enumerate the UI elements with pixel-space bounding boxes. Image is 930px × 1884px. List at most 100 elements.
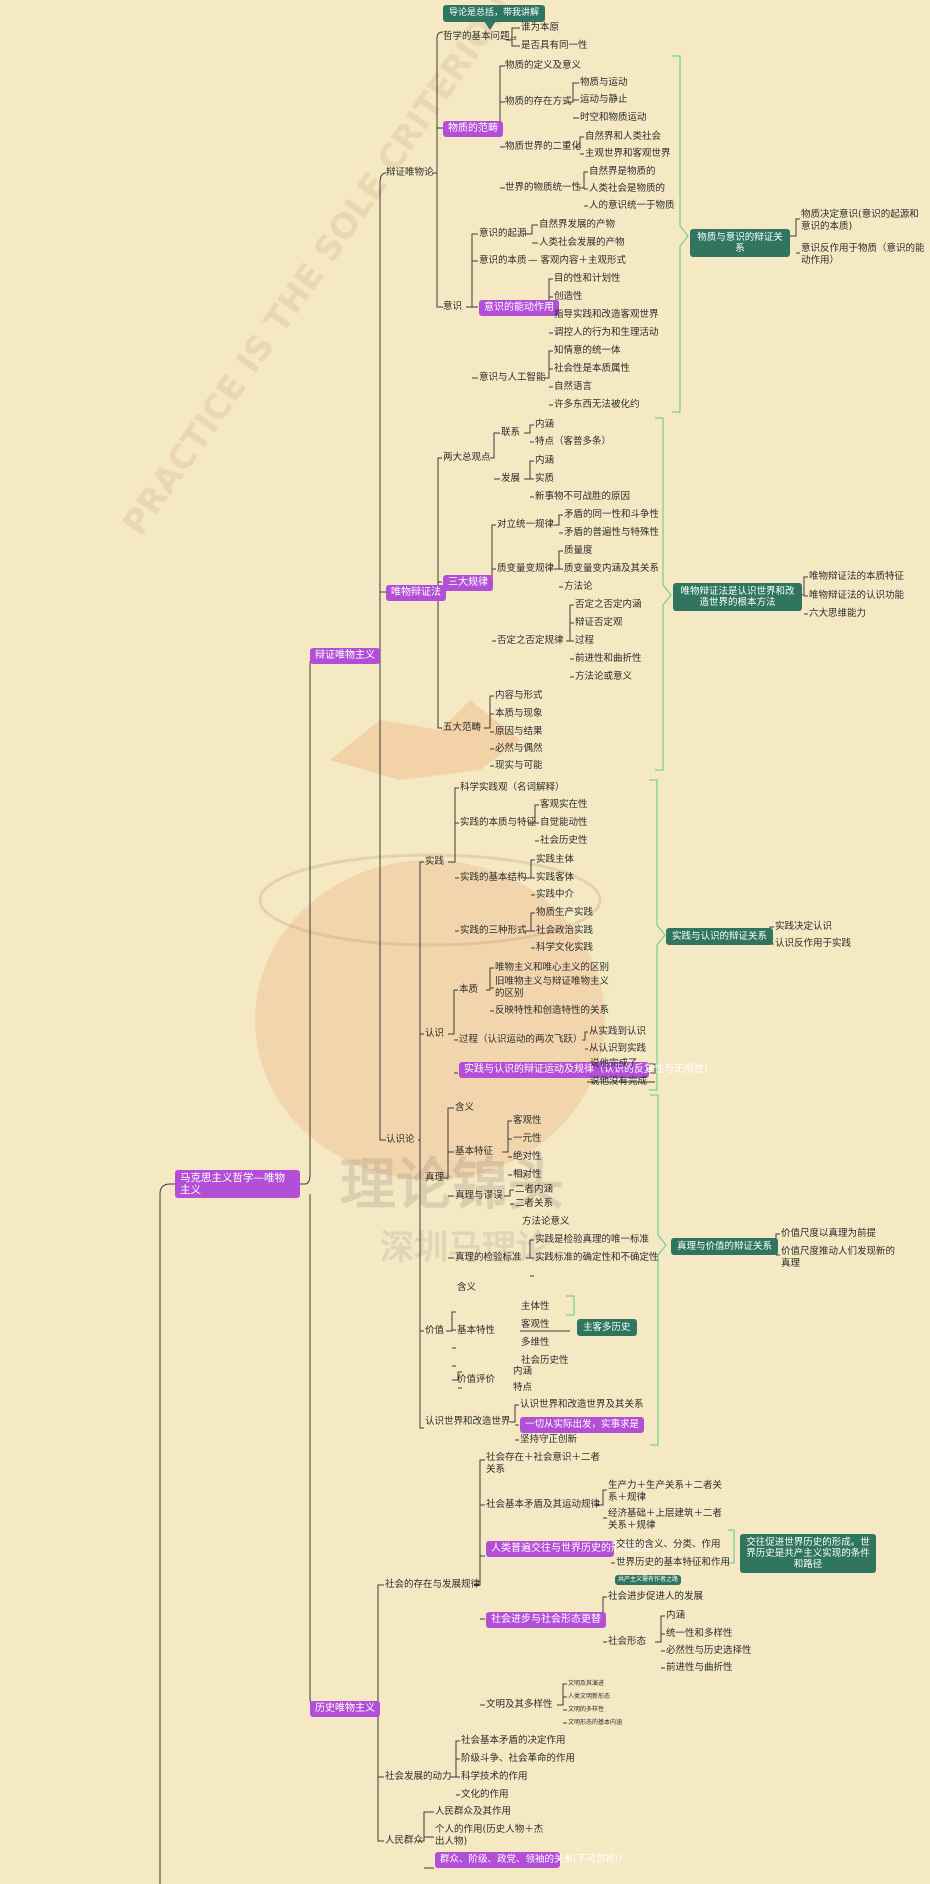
leaf: 客观性 <box>521 1319 550 1331</box>
node-consciousness-agency[interactable]: 意识的能动作用 <box>479 300 559 316</box>
node-social-formation[interactable]: 社会形态 <box>608 1636 646 1648</box>
node-social-development[interactable]: 社会发展的动力 <box>385 1771 452 1783</box>
node-know-transform[interactable]: 认识世界和改造世界 <box>425 1416 511 1428</box>
node-cognition-process[interactable]: 过程（认识运动的两次飞跃） <box>459 1034 583 1046</box>
leaf: 方法论 <box>564 581 593 593</box>
leaf: 价值尺度以真理为前提 <box>781 1228 876 1240</box>
branch-historical-materialism[interactable]: 历史唯物主义 <box>310 1701 380 1717</box>
node-consciousness-origin[interactable]: 意识的起源 <box>479 228 527 240</box>
node-negation[interactable]: 否定之否定规律 <box>497 635 564 647</box>
node-matter-dual[interactable]: 物质世界的二重化 <box>505 141 581 153</box>
leaf: 质量度 <box>564 545 593 557</box>
leaf: 现实与可能 <box>495 760 543 772</box>
node-practice[interactable]: 实践 <box>425 856 444 868</box>
node-truth-features[interactable]: 基本特征 <box>455 1146 493 1158</box>
node-value-traits[interactable]: 基本特性 <box>457 1325 495 1337</box>
leaf: 阶级斗争、社会革命的作用 <box>461 1753 575 1765</box>
leaf: 六大思维能力 <box>809 608 866 620</box>
node-social-progress[interactable]: 社会进步与社会形态更替 <box>486 1612 606 1628</box>
node-consciousness[interactable]: 意识 <box>443 301 462 313</box>
leaf: 必然性与历史选择性 <box>666 1645 752 1657</box>
leaf: 实践主体 <box>536 854 574 866</box>
leaf-highlight: 一切从实际出发，实事求是 <box>520 1417 644 1433</box>
leaf: 人民群众及其作用 <box>435 1806 511 1818</box>
node-quality-quantity[interactable]: 质变量变规律 <box>497 563 554 575</box>
node-truth-criterion[interactable]: 真理的检验标准 <box>455 1252 522 1264</box>
node-world-history[interactable]: 人类普遍交往与世界历史的形成发展 <box>486 1541 614 1557</box>
root-node[interactable]: 马克思主义哲学—唯物主义 <box>175 1170 300 1198</box>
leaf: 物质与运动 <box>580 77 628 89</box>
leaf: 社会基本矛盾的决定作用 <box>461 1735 566 1747</box>
leaf: 世界历史的基本特征和作用 <box>616 1557 730 1569</box>
leaf: 文明形态的基本内涵 <box>568 1719 622 1727</box>
node-cognition[interactable]: 认识 <box>425 1028 444 1040</box>
leaf: 经济基础＋上层建筑＋二者关系＋规律 <box>608 1508 728 1532</box>
node-matter-existence[interactable]: 物质的存在方式 <box>505 96 572 108</box>
node-practice-structure[interactable]: 实践的基本结构 <box>460 872 527 884</box>
summary-practice-cognition[interactable]: 实践与认识的辩证关系 <box>666 928 773 945</box>
arrow-icon: ⇄ <box>510 33 517 45</box>
node-truth-error[interactable]: 真理与谬误 <box>455 1190 503 1202</box>
leaf: 辩证否定观 <box>575 617 623 629</box>
leaf: 绝对性 <box>513 1151 542 1163</box>
leaf: 二者内涵 <box>515 1184 553 1196</box>
leaf: 科学技术的作用 <box>461 1771 528 1783</box>
node-development[interactable]: 发展 <box>501 473 520 485</box>
node-dialectical-materialism-theory[interactable]: 辩证唯物论 <box>386 167 434 179</box>
node-practice-essence[interactable]: 实践的本质与特征 <box>460 817 536 829</box>
leaf: 实践客体 <box>536 872 574 884</box>
leaf: 实践决定认识 <box>775 921 832 933</box>
node-value[interactable]: 价值 <box>425 1325 444 1337</box>
leaf: 多维性 <box>521 1337 550 1349</box>
node-consciousness-essence[interactable]: 意识的本质 <box>479 255 527 267</box>
node-basic-contradictions[interactable]: 社会基本矛盾及其运动规律 <box>486 1499 600 1511</box>
leaf: 目的性和计划性 <box>554 273 621 285</box>
node-connection[interactable]: 联系 <box>501 427 520 439</box>
node-epistemology[interactable]: 认识论 <box>386 1134 415 1146</box>
leaf: 内涵 <box>535 419 554 431</box>
leaf: 社会存在＋社会意识＋二者关系 <box>486 1452 601 1476</box>
leaf: 本质与现象 <box>495 708 543 720</box>
node-truth[interactable]: 真理 <box>425 1172 444 1184</box>
leaf: 矛盾的普遍性与特殊性 <box>564 527 659 539</box>
node-materialist-dialectics[interactable]: 唯物辩证法 <box>386 585 446 601</box>
leaf: 运动与静止 <box>580 94 628 106</box>
leaf: 认识世界和改造世界及其关系 <box>520 1399 644 1411</box>
node-matter-unity[interactable]: 世界的物质统一性 <box>505 182 581 194</box>
leaf: 自觉能动性 <box>540 817 588 829</box>
node-five-categories[interactable]: 五大范畴 <box>443 722 481 734</box>
leaf: 文明及其演进 <box>568 1680 604 1688</box>
leaf: 知情意的统一体 <box>554 345 621 357</box>
node-value-evaluation[interactable]: 价值评价 <box>457 1374 495 1386</box>
leaf: 自然语言 <box>554 381 592 393</box>
node-two-views[interactable]: 两大总观点 <box>443 452 491 464</box>
leaf: 否定之否定内涵 <box>575 599 642 611</box>
branch-dialectical-materialism[interactable]: 辩证唯物主义 <box>310 648 380 664</box>
leaf: 社会政治实践 <box>536 925 593 937</box>
summary-dialectics[interactable]: 唯物辩证法是认识世界和改造世界的根本方法 <box>673 583 802 611</box>
node-consciousness-ai[interactable]: 意识与人工智能 <box>479 372 546 384</box>
leaf: 一元性 <box>513 1133 542 1145</box>
leaf: 调控人的行为和生理活动 <box>554 327 659 339</box>
node-masses-relation[interactable]: 群众、阶级、政党、领袖的关系(不可忽视!) <box>435 1852 560 1868</box>
node-unity-of-opposites[interactable]: 对立统一规律 <box>497 519 554 531</box>
node-three-laws[interactable]: 三大规律 <box>443 575 493 591</box>
leaf: 旧唯物主义与辩证唯物主义的区别 <box>495 976 615 1000</box>
leaf: 统一性和多样性 <box>666 1628 733 1640</box>
leaf: 原因与结果 <box>495 726 543 738</box>
node-society-laws[interactable]: 社会的存在与发展规律 <box>385 1579 480 1591</box>
summary-matter-consciousness[interactable]: 物质与意识的辩证关系 <box>690 229 790 257</box>
leaf: 必然与偶然 <box>495 743 543 755</box>
leaf: 许多东西无法被化约 <box>554 399 640 411</box>
node-practice-forms[interactable]: 实践的三种形式 <box>460 925 527 937</box>
node-cognition-essence[interactable]: 本质 <box>459 984 478 996</box>
leaf: 内涵 <box>535 455 554 467</box>
node-basic-question[interactable]: 哲学的基本问题 <box>443 31 510 43</box>
node-civilization[interactable]: 文明及其多样性 <box>486 1699 553 1711</box>
leaf: 科学实践观（名词解释） <box>460 782 565 794</box>
node-the-masses[interactable]: 人民群众 <box>385 1835 423 1847</box>
node-matter-category[interactable]: 物质的范畴 <box>443 121 503 137</box>
summary-world-history[interactable]: 交往促进世界历史的形成。世界历史是共产主义实现的条件和路径 <box>740 1534 876 1573</box>
summary-truth-value[interactable]: 真理与价值的辩证关系 <box>671 1238 778 1255</box>
